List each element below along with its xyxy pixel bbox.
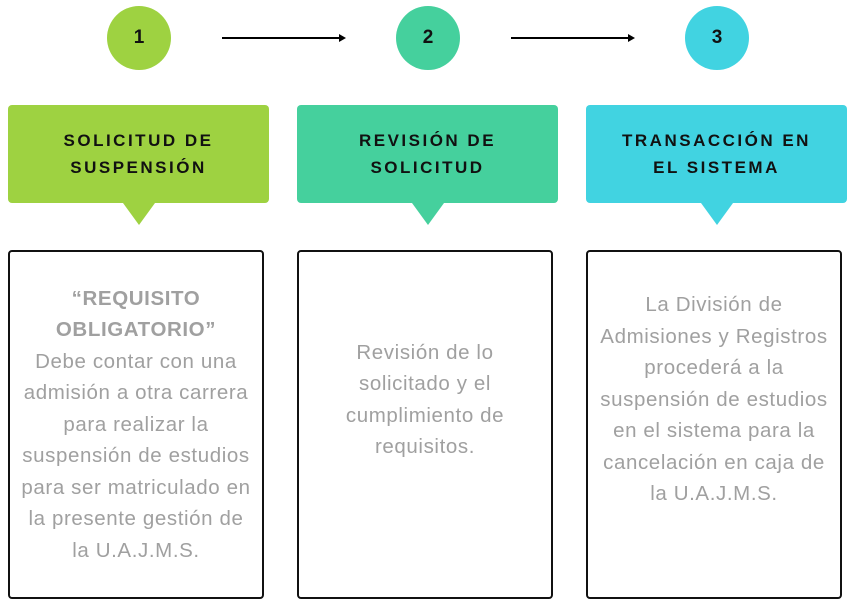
step-1-emphasis-line1: “REQUISITO: [71, 286, 201, 310]
step-1-number-circle: 1: [107, 6, 171, 70]
step-1-header: SOLICITUD DE SUSPENSIÓN: [8, 105, 269, 225]
step-1-description-box: “REQUISITO OBLIGATORIO” Debe contar con …: [8, 250, 264, 599]
step-2-number: 2: [422, 27, 434, 48]
step-1-emphasis-line2: OBLIGATORIO”: [55, 318, 217, 342]
arrow-right-icon: [222, 34, 346, 42]
callout-pointer-icon: [122, 203, 155, 225]
step-2-title-line1: REVISIÓN DE: [358, 131, 497, 150]
step-3-header: TRANSACCIÓN EN EL SISTEMA: [586, 105, 847, 225]
step-3-description-box: La División de Admisiones y Registros pr…: [586, 250, 842, 599]
step-2-title-line2: SOLICITUD: [370, 158, 485, 177]
step-1-title-line1: SOLICITUD DE: [63, 131, 214, 150]
callout-pointer-icon: [411, 203, 444, 225]
step-3-title-line2: EL SISTEMA: [653, 158, 780, 177]
step-3-number: 3: [711, 27, 723, 48]
step-1-description: Debe contar con una admisión a otra carr…: [21, 349, 251, 562]
step-3-description: La División de Admisiones y Registros pr…: [600, 293, 828, 506]
step-2-description-box: Revisión de lo solicitado y el cumplimie…: [297, 250, 553, 599]
step-1-number: 1: [133, 27, 145, 48]
step-1-title-line2: SUSPENSIÓN: [70, 158, 207, 177]
step-3-number-circle: 3: [685, 6, 749, 70]
arrow-right-icon: [511, 34, 635, 42]
step-3-title-line1: TRANSACCIÓN EN: [622, 131, 811, 150]
step-2-header: REVISIÓN DE SOLICITUD: [297, 105, 558, 225]
step-2-description: Revisión de lo solicitado y el cumplimie…: [345, 340, 505, 459]
step-2-number-circle: 2: [396, 6, 460, 70]
callout-pointer-icon: [700, 203, 733, 225]
